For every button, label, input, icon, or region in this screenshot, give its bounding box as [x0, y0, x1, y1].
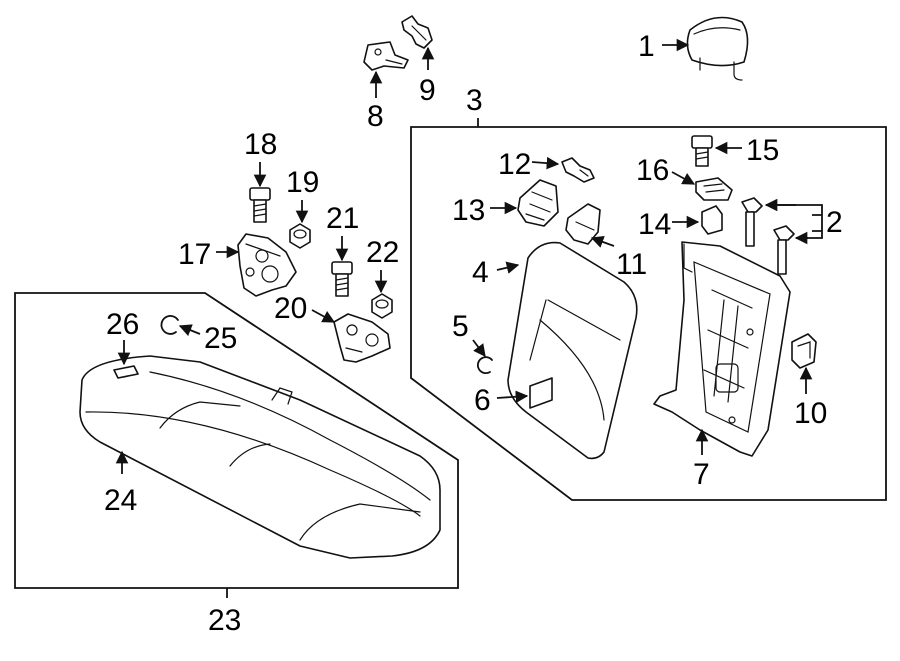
leader-5: [472, 339, 486, 358]
callout-3: 3: [466, 84, 483, 117]
leader-4: [496, 261, 520, 274]
callout-11: 11: [616, 248, 647, 281]
callout-21: 21: [326, 202, 359, 235]
nut-part-22: [371, 293, 393, 319]
callout-1: 1: [638, 30, 655, 63]
callout-22: 22: [366, 236, 399, 269]
latch-part-11: [565, 203, 601, 245]
callout-4: 4: [472, 256, 489, 289]
hinge-bracket-part-20: [333, 313, 391, 363]
hinge-bracket-part-17: [237, 233, 297, 297]
bolt-part-18: [249, 187, 271, 223]
bracket-part-8: [363, 41, 409, 71]
bolt-part-9: [401, 15, 433, 49]
seat-cushion-group-frame: [14, 292, 459, 589]
leader-12: [531, 156, 560, 170]
callout-6: 6: [474, 384, 491, 417]
leader-11: [590, 235, 615, 248]
callout-5: 5: [452, 310, 469, 343]
clip-part-25: [160, 315, 179, 335]
callout-25: 25: [204, 322, 237, 355]
callout-8: 8: [367, 100, 384, 133]
callout-15: 15: [746, 134, 779, 167]
callout-19: 19: [286, 166, 319, 199]
callout-23: 23: [208, 604, 241, 637]
leader-20: [311, 309, 336, 323]
callout-numbers: 1 2 3 4 5 6 7 8 9 10 11 12 13 14 15 16 1…: [104, 30, 843, 637]
callout-12: 12: [498, 148, 531, 181]
label-part-6: [529, 377, 553, 409]
callout-18: 18: [244, 128, 277, 161]
bolt-part-21: [331, 261, 353, 297]
headrest-guides-part-2: [741, 197, 795, 275]
latch-cover-part-13: [517, 179, 559, 227]
seat-cushion-part-24: [79, 355, 441, 559]
headrest-part: [686, 16, 749, 81]
bolt-part-15: [691, 135, 713, 167]
leader-25: [178, 324, 201, 337]
callout-24: 24: [104, 484, 137, 517]
trim-part-16: [695, 177, 733, 201]
bolt-part-12: [561, 157, 595, 183]
callout-2: 2: [826, 206, 843, 239]
callout-17: 17: [178, 238, 211, 271]
leader-lines: [115, 38, 823, 474]
tag-part-26: [113, 365, 139, 379]
callout-26: 26: [106, 308, 139, 341]
leader-6: [496, 390, 529, 404]
clip-part-5: [477, 356, 493, 375]
clip-part-10: [791, 333, 817, 369]
callout-7: 7: [693, 458, 710, 491]
nut-part-19: [289, 223, 311, 249]
callout-14: 14: [638, 208, 671, 241]
leader-16: [671, 171, 696, 185]
callout-16: 16: [636, 154, 669, 187]
seat-back-group-frame: [410, 126, 887, 501]
callout-9: 9: [419, 74, 436, 107]
callout-13: 13: [452, 194, 485, 227]
seat-back-frame-part-7: [653, 241, 791, 457]
clip-part-14: [701, 205, 723, 235]
callout-20: 20: [274, 292, 307, 325]
callout-10: 10: [794, 397, 827, 430]
